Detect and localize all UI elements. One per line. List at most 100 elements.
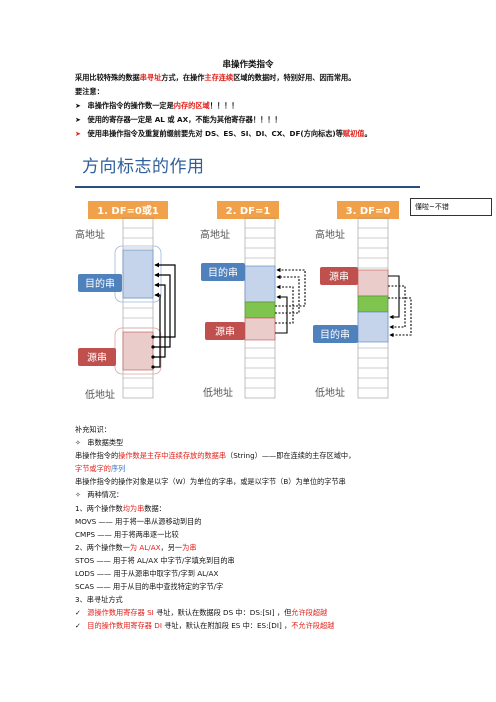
panel-2-label: 2. DF=1 xyxy=(226,206,271,217)
section-3: 3、串寻址方式 xyxy=(75,595,123,604)
bullet-1-a: 串操作指令的操作数一定是 xyxy=(87,101,174,110)
page-title: 串操作类指令 xyxy=(222,60,274,70)
bullet-3: ➤ 使用串操作指令及重复前缀前要先对 DS、ES、SI、DI、CX、DF(方向标… xyxy=(75,128,372,140)
panel-2: 2. DF=1 高地址 目的串 源串 低地址 xyxy=(200,201,306,399)
s2-c: ，另一 xyxy=(160,543,183,552)
panel-3-high: 高地址 xyxy=(315,228,345,241)
panel-1-dest-badge xyxy=(78,274,122,292)
bullet-1-b: 内存的区域 xyxy=(173,101,210,110)
para-2: 串操作指令的操作对象是以字（W）为单位的字串，或是以字节（B）为单位的字节串 xyxy=(75,477,346,486)
intro-b: 串寻址 xyxy=(139,73,162,82)
bullet-1: ➤ 串操作指令的操作数一定是内存的区域！！！！ xyxy=(75,100,239,112)
panel-1-label-box xyxy=(88,201,168,219)
types-heading: ✧ 串数据类型 xyxy=(75,437,123,449)
arrow-bullet-icon: ➤ xyxy=(75,102,81,110)
diamond-bullet-icon: ✧ xyxy=(75,491,81,499)
diamond-bullet-icon: ✧ xyxy=(75,439,81,447)
check-2: ✓ 目的操作数用寄存器 DI 寻址，默认在附加段 ES 中：ES:[DI] ，不… xyxy=(75,620,334,632)
intro-a: 采用比较特殊的数据 xyxy=(75,73,140,82)
intro-d: 主存连续 xyxy=(204,73,234,82)
bullet-1-c: ！！！！ xyxy=(209,101,239,110)
panel-1-label: 1. DF=0或1 xyxy=(97,204,159,217)
bullet-3-b: 赋初值 xyxy=(342,129,365,138)
panel-1-copy-arrows xyxy=(153,262,176,368)
panel-3-copy-arrows xyxy=(388,275,412,338)
panel-3-src-region xyxy=(357,269,389,297)
s2-d: 为串 xyxy=(182,543,197,552)
panel-2-dest-badge xyxy=(201,263,245,281)
reader-note: 懂啦~不错 xyxy=(410,198,492,216)
supp-heading: 补充知识： xyxy=(75,425,111,434)
p1-f: （String）——即在连续的主存区域中， xyxy=(226,451,356,460)
arrow-bullet-icon: ➤ xyxy=(75,130,81,138)
cmps-line: CMPS —— 用于将两串逐一比较 xyxy=(75,530,179,539)
c1-a: 源操作数用寄存器 xyxy=(87,608,148,617)
bullet-2: ➤ 使用的寄存器一定是 AL 或 AX，不能为其他寄存器！！！！ xyxy=(75,114,282,126)
figure-title: 方向标志的作用 xyxy=(82,157,205,177)
panel-1-dest-region xyxy=(122,249,154,299)
c1-b: SI xyxy=(147,608,154,617)
check-icon: ✓ xyxy=(75,609,81,617)
panel-3-dest-label: 目的串 xyxy=(320,328,350,341)
movs-line: MOVS —— 用于将一串从源移动到目的 xyxy=(75,517,202,526)
panel-2-label-box xyxy=(217,201,279,219)
panel-2-src-region xyxy=(244,317,276,341)
panel-3-label-box xyxy=(337,201,399,219)
panel-1-high: 高地址 xyxy=(75,228,105,241)
p1b-a: 字节或字的 xyxy=(75,464,111,473)
p1-b: 操作数是 xyxy=(118,451,147,460)
p1-a: 串操作指令的 xyxy=(75,451,119,460)
figure-title-rule xyxy=(75,186,420,188)
panel-2-src-label: 源串 xyxy=(215,325,235,338)
panel-3-src-label: 源串 xyxy=(329,270,349,283)
s1-b: 均为串 xyxy=(122,504,145,513)
check-icon: ✓ xyxy=(75,622,81,630)
panel-2-copy-arrows xyxy=(275,267,306,334)
panel-3: 3. DF=0 高地址 源串 目的串 低地址 xyxy=(313,201,412,399)
cases-heading: ✧ 两种情况： xyxy=(75,489,123,501)
intro-line: 采用比较特殊的数据串寻址方式，在操作主存连续区域的数据时，特别好用、因而常用。 xyxy=(75,72,355,83)
panel-2-src-badge xyxy=(205,322,245,340)
check-1: ✓ 源操作数用寄存器 SI 寻址，默认在数据段 DS 中：DS:[SI] ，但允… xyxy=(75,607,327,619)
stos-line: STOS —— 用于将 AL/AX 中字节/字填充到目的串 xyxy=(75,556,235,565)
panel-1-src-label: 源串 xyxy=(87,351,107,364)
direction-flag-diagram: 1. DF=0或1 高地址 目的串 源串 低地址 xyxy=(75,201,412,401)
c2-a: 目的操作数用寄存器 xyxy=(87,621,155,630)
panel-1-src-region xyxy=(122,331,154,371)
types-heading-text: 串数据类型 xyxy=(87,438,124,447)
s1-c: 数据： xyxy=(144,504,166,513)
c1-d: 允许段超越 xyxy=(291,608,328,617)
p1-d: 连续存放的 xyxy=(168,451,205,460)
lods-line: LODS —— 用于从源串中取字节/字到 AL/AX xyxy=(75,569,219,578)
arrow-bullet-icon: ➤ xyxy=(75,116,81,124)
panel-1-dest-label: 目的串 xyxy=(85,277,115,290)
c2-b: DI xyxy=(154,621,162,630)
s2-b: 为 AL/AX xyxy=(129,543,161,552)
bullet-3-a: 使用串操作指令及重复前缀前要先对 DS、ES、SI、DI、CX、DF(方向标志)… xyxy=(87,129,343,138)
intro-e: 区域的数据时，特别好用、因而常用。 xyxy=(233,73,356,82)
panel-1-low: 低地址 xyxy=(85,388,115,401)
panel-3-src-badge xyxy=(320,267,358,285)
scas-line: SCAS —— 用于从目的串中查找特定的字节/字 xyxy=(75,582,224,591)
panel-3-overlap-region xyxy=(357,295,389,313)
panel-2-overlap-region xyxy=(244,301,276,319)
panel-3-dest-badge xyxy=(313,325,358,343)
panel-1-src-badge xyxy=(78,348,116,366)
c2-c: 寻址，默认在附加段 ES 中：ES:[DI] ， xyxy=(161,621,292,630)
section-2: 2、两个操作数一为 AL/AX，另一为串 xyxy=(75,542,197,553)
c2-d: 不允许段超越 xyxy=(291,621,335,630)
p1-e: 数据串 xyxy=(204,451,227,460)
panel-2-low: 低地址 xyxy=(203,386,233,399)
s2-a: 2、两个操作数一 xyxy=(75,543,130,552)
para-1: 串操作指令的操作数是主存中连续存放的数据串（String）——即在连续的主存区域… xyxy=(75,450,355,461)
intro-c: 方式，在操作 xyxy=(161,73,205,82)
panel-2-dest-label: 目的串 xyxy=(208,266,238,279)
panel-1-memory-column xyxy=(122,217,154,399)
cases-heading-text: 两种情况： xyxy=(87,490,124,499)
panel-3-low: 低地址 xyxy=(315,386,345,399)
panel-2-high: 高地址 xyxy=(200,228,230,241)
c1-c: 寻址，默认在数据段 DS 中：DS:[SI] ，但 xyxy=(153,608,292,617)
panel-1: 1. DF=0或1 高地址 目的串 源串 低地址 xyxy=(75,201,176,401)
p1-c: 主存中 xyxy=(146,451,169,460)
bullet-2-a: 使用的寄存器一定是 AL 或 AX，不能为其他寄存器！！！！ xyxy=(87,115,282,124)
